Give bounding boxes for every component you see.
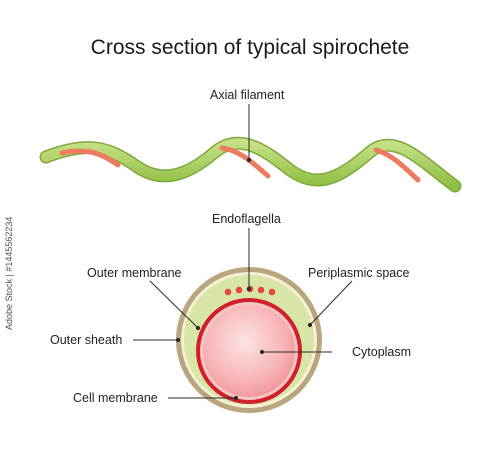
cross-section <box>176 267 322 413</box>
label-cytoplasm: Cytoplasm <box>352 345 412 359</box>
diagram-title: Cross section of typical spirochete <box>90 36 410 59</box>
side-watermark-id: Adobe Stock | #1445562234 <box>4 216 14 330</box>
label-axial-filament: Axial filament <box>210 88 285 102</box>
axial-filament <box>59 145 421 183</box>
leader-lines <box>133 104 353 401</box>
label-cell-membrane: Cell membrane <box>73 391 158 405</box>
label-outer-sheath: Outer sheath <box>50 333 123 347</box>
label-outer-membrane: Outer membrane <box>87 266 182 280</box>
label-periplasmic-space: Periplasmic space <box>308 266 410 280</box>
label-endoflagella: Endoflagella <box>212 212 281 226</box>
cytoplasm <box>203 305 295 397</box>
spirochete-body <box>39 136 462 193</box>
